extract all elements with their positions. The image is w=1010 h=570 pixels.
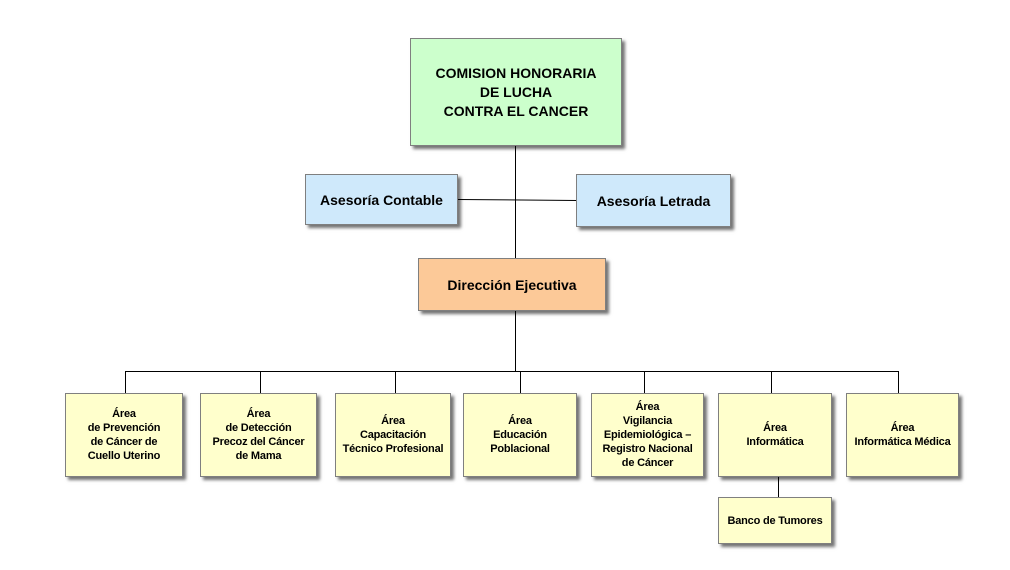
area-node-vigilancia: Área Vigilancia Epidemiológica – Registr… [591,393,704,477]
area-node-capacitacion: Área Capacitación Técnico Profesional [335,393,451,477]
advisory-node-letrada: Asesoría Letrada [576,174,731,227]
executive-label: Dirección Ejecutiva [447,276,577,293]
area-node-informatica: Área Informática [718,393,832,477]
sub-unit-banco-tumores: Banco de Tumores [718,497,832,544]
area-label: Área de Prevención de Cáncer de Cuello U… [87,408,161,462]
sub-unit-label: Banco de Tumores [727,514,823,527]
area-label: Área Informática [746,422,804,448]
area-label: Área Informática Médica [854,422,951,448]
executive-node: Dirección Ejecutiva [418,258,606,311]
area-label: Área Educación Poblacional [490,415,550,455]
advisory-node-contable: Asesoría Contable [305,174,458,225]
connector-advisory [457,199,578,201]
area-node-cuello-uterino: Área de Prevención de Cáncer de Cuello U… [65,393,183,477]
advisory-letrada-label: Asesoría Letrada [596,192,711,209]
area-label: Área Capacitación Técnico Profesional [342,415,444,455]
root-node: COMISION HONORARIA DE LUCHA CONTRA EL CA… [410,38,622,146]
area-node-informatica-medica: Área Informática Médica [846,393,959,477]
area-label: Área de Detección Precoz del Cáncer de M… [212,408,305,462]
area-node-educacion: Área Educación Poblacional [463,393,577,477]
area-label: Área Vigilancia Epidemiológica – Registr… [602,401,693,469]
root-node-label: COMISION HONORARIA DE LUCHA CONTRA EL CA… [435,64,597,119]
advisory-contable-label: Asesoría Contable [320,191,443,208]
area-node-deteccion-mama: Área de Detección Precoz del Cáncer de M… [200,393,317,477]
